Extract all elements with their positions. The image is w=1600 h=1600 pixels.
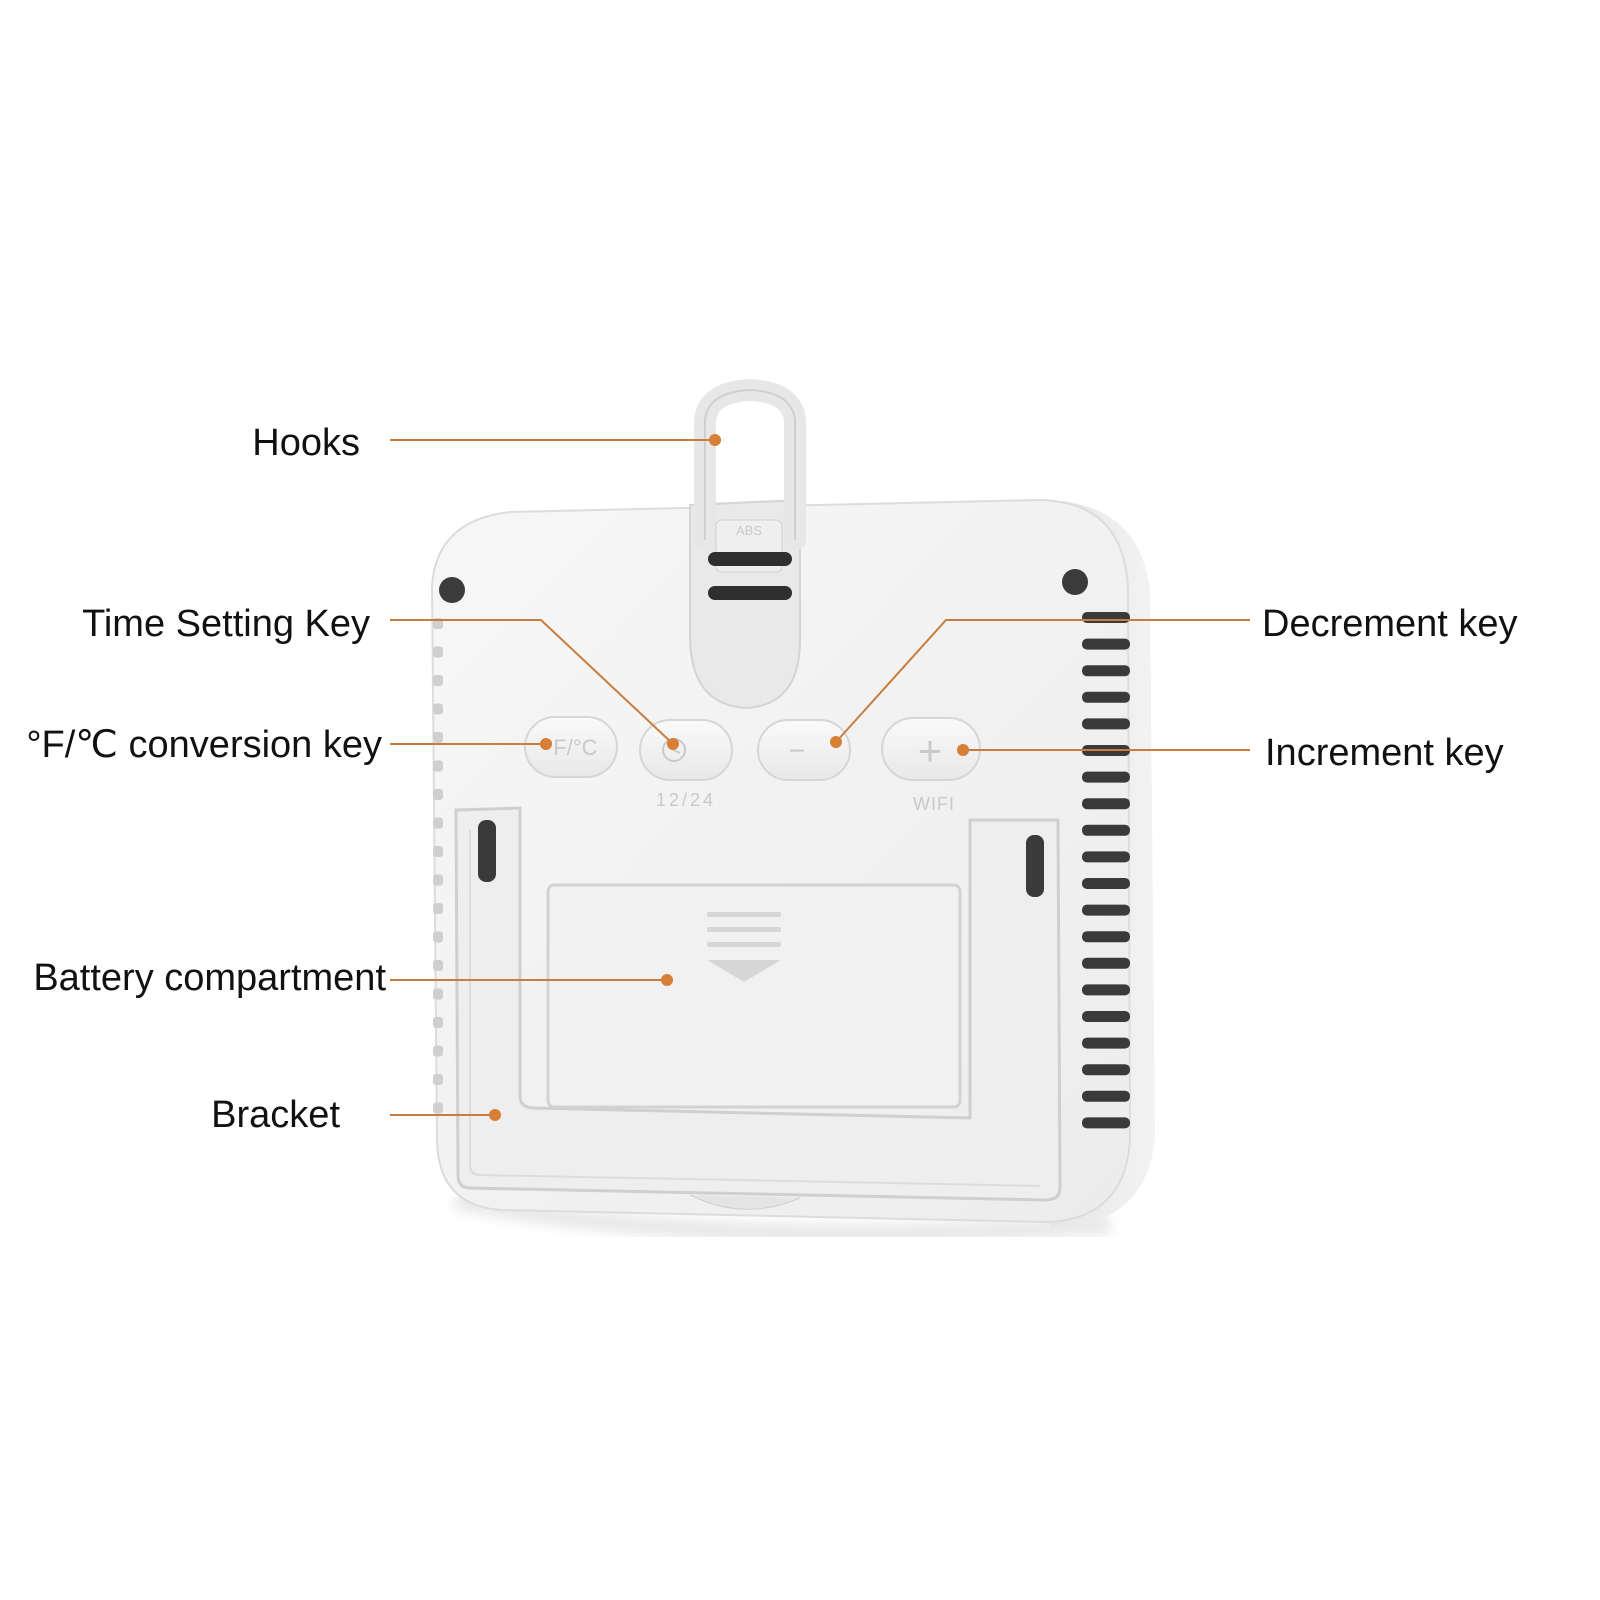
screw-hole-left	[439, 577, 465, 603]
left-vent-slot	[433, 789, 443, 800]
right-vent-slot	[1082, 1037, 1130, 1049]
right-vent-slot	[1082, 904, 1130, 916]
left-vent-slot	[433, 960, 443, 971]
bracket-inner-line	[469, 830, 1041, 1187]
label-temp-conversion-key: °F/℃ conversion key	[26, 724, 382, 766]
hook-abs-marking: ABS	[736, 523, 762, 538]
right-vent-slot	[1082, 824, 1130, 836]
dot-temp-conversion-key	[540, 738, 552, 750]
hook-slot-1	[708, 552, 792, 566]
left-vent-slot	[433, 732, 443, 743]
right-vent-slot	[1082, 1011, 1130, 1022]
dot-hooks	[709, 434, 721, 446]
increment-button-face: +	[918, 727, 943, 774]
right-vent-slot	[1082, 1064, 1130, 1076]
leader-decrement-key	[835, 619, 1250, 743]
callout-leaders	[390, 434, 1250, 1121]
label-bracket: Bracket	[211, 1094, 340, 1136]
label-increment-key: Increment key	[1265, 732, 1504, 774]
left-vent-slot	[433, 1017, 443, 1028]
left-vent-slot	[433, 1074, 443, 1085]
screw-hole-right	[1062, 569, 1088, 595]
hook-assembly: ABS	[689, 378, 806, 710]
dot-decrement-key	[830, 736, 842, 748]
label-hooks: Hooks	[252, 422, 360, 464]
label-decrement-key: Decrement key	[1262, 603, 1518, 645]
decrement-button-face: −	[789, 735, 805, 766]
right-vent-slot	[1082, 1090, 1130, 1102]
right-vent-slot	[1082, 771, 1130, 783]
label-battery-compartment: Battery compartment	[33, 957, 386, 999]
right-vent-slot	[1082, 798, 1130, 810]
label-time-setting-key: Time Setting Key	[82, 603, 370, 645]
right-vent-slot	[1082, 718, 1130, 730]
left-vent-slot	[433, 1102, 443, 1114]
left-vent-slot	[433, 988, 443, 1000]
right-vent-slot	[1082, 665, 1130, 677]
temp-unit-button-face: °F/°C	[544, 735, 597, 760]
left-vent-slot	[433, 760, 443, 772]
left-vent-slot	[433, 675, 443, 686]
increment-button-sublabel: WIFI	[913, 794, 955, 814]
bracket-clip-left	[478, 820, 496, 882]
time-setting-sublabel: 12/24	[656, 790, 716, 810]
right-vent-slot	[1082, 984, 1130, 996]
decrement-button[interactable]: −	[757, 719, 851, 781]
right-vent-slot	[1082, 878, 1130, 889]
right-vent-slot	[1082, 851, 1130, 863]
right-vent-slot	[1082, 931, 1130, 943]
hook-slot-2	[708, 586, 792, 600]
right-vent-slot	[1082, 638, 1130, 650]
increment-button[interactable]: + WIFI	[881, 717, 981, 814]
battery-cover-arrow-icon	[707, 912, 781, 982]
bracket-outer	[454, 806, 1062, 1202]
bracket-clip-right	[1026, 835, 1044, 897]
battery-compartment[interactable]	[546, 883, 962, 1109]
device-shadow	[453, 1191, 1111, 1243]
callout-labels: Hooks Time Setting Key °F/℃ conversion k…	[26, 422, 1517, 1136]
right-vent-slot	[1082, 1117, 1130, 1129]
left-vent-slot	[433, 931, 443, 943]
right-vent-slot	[1082, 957, 1130, 969]
left-vent-slot	[433, 646, 443, 658]
right-vent-slot	[1082, 612, 1130, 623]
dot-time-setting-key	[667, 738, 679, 750]
dot-bracket	[489, 1109, 501, 1121]
dot-increment-key	[957, 744, 969, 756]
left-vent-slot	[433, 846, 443, 857]
leader-time-setting-key	[390, 619, 674, 745]
temp-unit-button[interactable]: °F/°C	[524, 716, 618, 778]
left-vent-slot	[433, 817, 443, 829]
right-vent-slot	[1082, 691, 1130, 703]
bracket	[454, 806, 1062, 1210]
left-vent-slot	[433, 1045, 443, 1057]
left-vent-slot	[433, 903, 443, 914]
left-vent-slot	[433, 874, 443, 886]
left-vent-slot	[433, 703, 443, 715]
dot-battery-compartment	[661, 974, 673, 986]
bracket-notch	[689, 1194, 801, 1210]
